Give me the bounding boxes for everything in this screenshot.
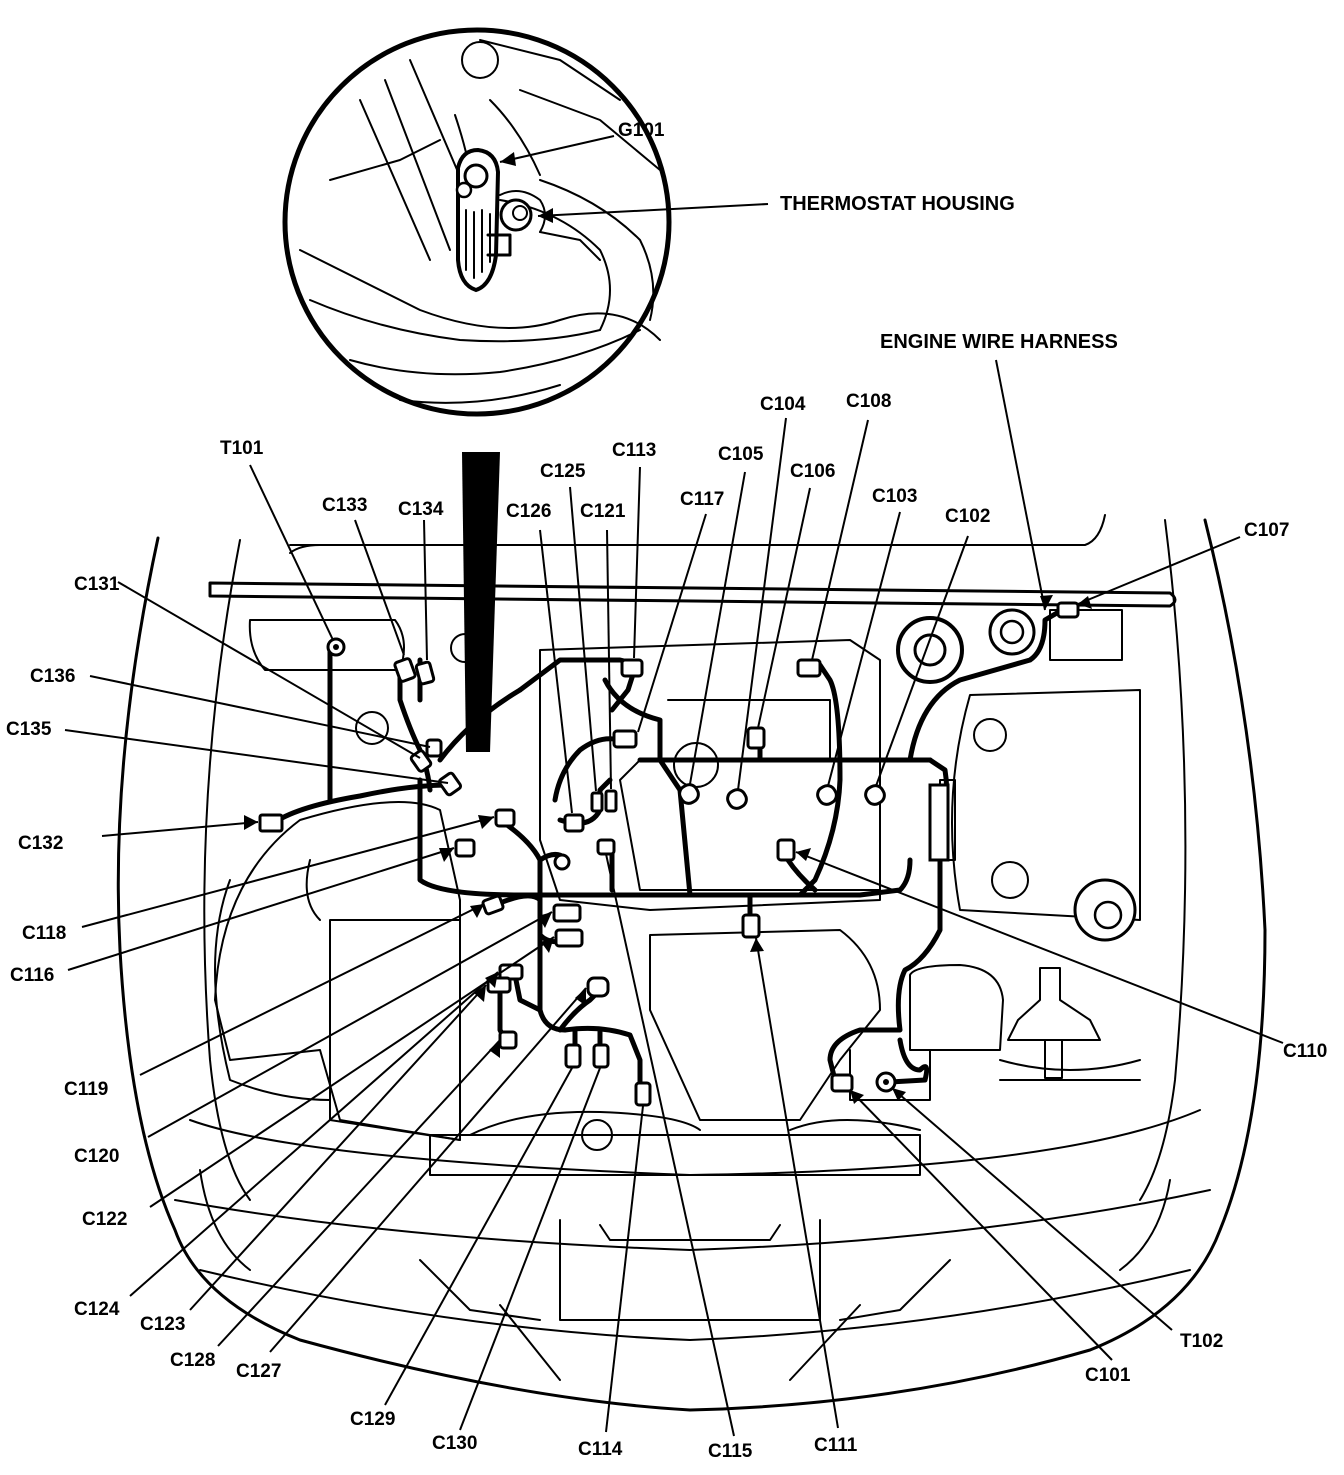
c135-connector [437,771,463,797]
leader-lines [64,359,1284,1437]
c118-connector [494,808,516,828]
c122-connector [554,928,584,948]
label-c125: C125 [540,461,586,482]
c116-connector [454,838,476,858]
label-c133: C133 [322,495,368,516]
label-c121: C121 [580,501,626,522]
c105-connector [678,783,700,805]
c107-connector [1056,601,1080,619]
c132-connector [258,813,284,833]
label-c124: C124 [74,1299,120,1320]
label-c120: C120 [74,1146,120,1167]
label-c126: C126 [506,501,552,522]
label-c118: C118 [22,923,67,944]
c121-connector [604,789,618,813]
arrowheads [244,595,1092,1104]
c127-connector [586,976,610,998]
label-c136: C136 [30,666,76,687]
c114-connector [634,1081,652,1107]
label-c106: C106 [790,461,836,482]
c120-connector [552,903,582,923]
label-c117: C117 [680,489,725,510]
label-c128: C128 [170,1350,216,1371]
label-c111: C111 [814,1435,858,1456]
c110-connector [776,838,796,862]
label-t102: T102 [1180,1331,1224,1352]
inset-leader-lines [499,135,769,223]
c134-connector [414,660,436,686]
c119-connector [481,894,505,916]
t101-terminal [326,637,346,657]
relay-box [928,783,950,862]
c117-connector [612,729,638,749]
label-c132: C132 [18,833,64,854]
label-c130: C130 [432,1433,478,1454]
inset-stem [462,452,500,752]
label-c107: C107 [1244,520,1290,541]
harness-clip [553,853,571,871]
label-c110: C110 [1283,1041,1328,1062]
label-c119: C119 [64,1079,109,1100]
c115-connector [596,838,616,856]
c136-connector [425,738,443,758]
label-c127: C127 [236,1361,282,1382]
label-c101: C101 [1085,1365,1131,1386]
label-c129: C129 [350,1409,396,1430]
c104-connector [726,788,748,810]
label-c103: C103 [872,486,918,507]
c129-connector [564,1043,582,1069]
label-c104: C104 [760,394,806,415]
label-c123: C123 [140,1314,186,1335]
c128-connector [498,1030,518,1050]
c108-connector [796,658,822,678]
label-t101: T101 [220,438,264,459]
engine-compartment [214,608,1141,1176]
g101-terminal [455,147,512,293]
label-c116: C116 [10,965,55,986]
c103-connector [816,784,838,806]
detail-inset [282,27,769,752]
label-g101: G101 [618,120,665,141]
label-c115: C115 [708,1441,753,1462]
c106-connector [746,726,766,750]
c125-connector [590,791,604,813]
c111-connector [741,913,761,939]
label-c108: C108 [846,391,892,412]
c130-connector [592,1043,610,1069]
label-c134: C134 [398,499,444,520]
label-c105: C105 [718,444,764,465]
label-c122: C122 [82,1209,128,1230]
c113-connector [620,658,644,678]
label-c113: C113 [612,440,657,461]
c101-connector [830,1073,854,1093]
t102-terminal [875,1071,897,1093]
label-c114: C114 [578,1439,623,1460]
thermostat-housing-part [499,190,546,233]
label-engine-wire-harness: ENGINE WIRE HARNESS [880,331,1118,353]
c133-connector [393,657,417,683]
inset-detail-lines [299,39,661,404]
c102-connector [864,784,886,806]
car-body [116,514,1267,1412]
label-thermostat-housing: THERMOSTAT HOUSING [780,193,1015,215]
c126-connector [563,813,585,833]
label-c135: C135 [6,719,52,740]
label-c102: C102 [945,506,991,527]
label-c131: C131 [74,574,120,595]
